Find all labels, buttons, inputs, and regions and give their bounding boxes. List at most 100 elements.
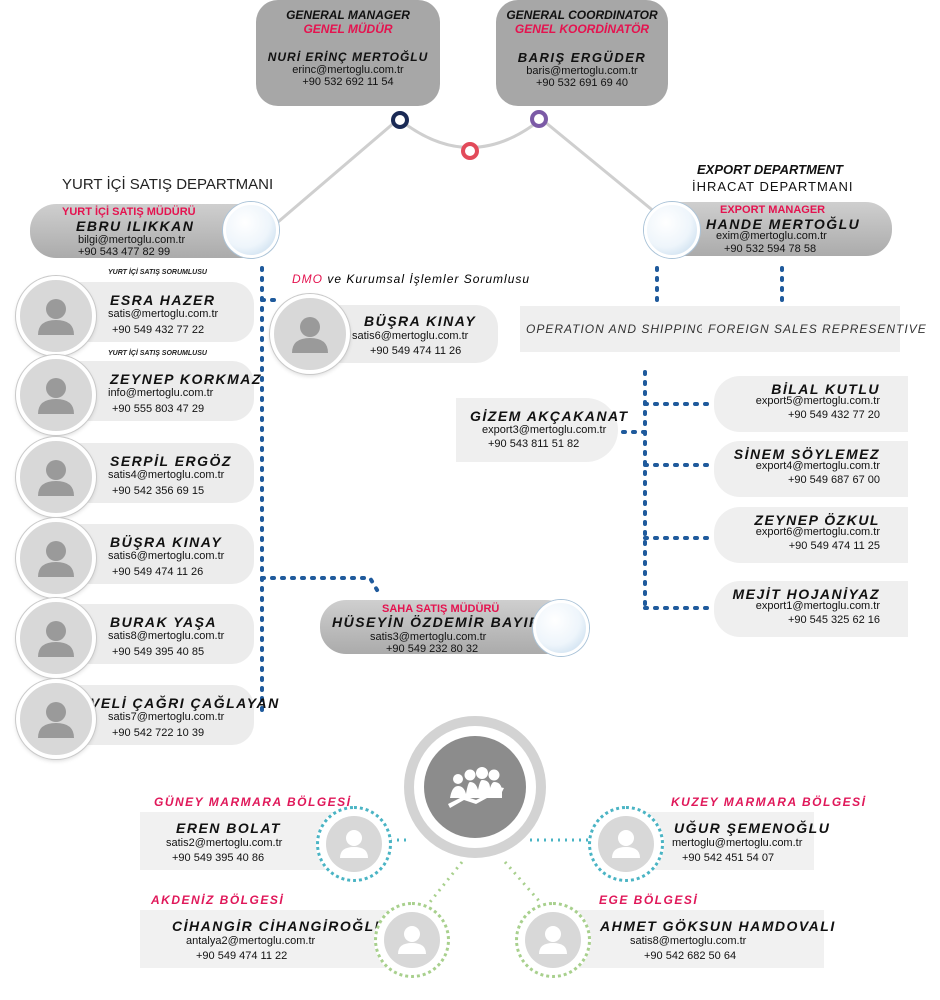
staff-phone: +90 549 474 11 26 — [112, 566, 204, 578]
sales-email[interactable]: export4@mertoglu.com.tr — [755, 460, 880, 472]
person-icon — [612, 830, 640, 858]
sales-email[interactable]: export6@mertoglu.com.tr — [755, 526, 880, 538]
export-manager-phone: +90 532 594 78 58 — [724, 243, 817, 255]
field-manager-card: SAHA SATIŞ MÜDÜRÜ HÜSEYİN ÖZDEMİR BAYIR … — [320, 600, 572, 655]
staff-avatar — [16, 679, 96, 759]
sales-name: ZEYNEP ÖZKUL — [754, 512, 880, 528]
staff-name: VELİ ÇAĞRI ÇAĞLAYAN — [90, 695, 280, 711]
person-icon — [38, 541, 74, 577]
person-icon — [340, 830, 368, 858]
export-manager-bubble-icon — [644, 202, 700, 258]
export-sales-card: BİLAL KUTLU export5@mertoglu.com.tr +90 … — [714, 376, 908, 432]
person-icon — [38, 621, 74, 657]
staff-phone: +90 542 356 69 15 — [112, 485, 205, 497]
region-person-email[interactable]: satis2@mertoglu.com.tr — [166, 837, 283, 849]
region-card: AHMET GÖKSUN HAMDOVALI satis8@mertoglu.c… — [560, 910, 834, 968]
region-title: EGE BÖLGESİ — [599, 893, 699, 907]
region-person-name: CİHANGİR CİHANGİROĞLU — [172, 918, 387, 934]
person-icon — [539, 926, 567, 954]
staff-avatar — [16, 437, 96, 517]
region-avatar — [374, 902, 450, 978]
sales-name: BİLAL KUTLU — [771, 381, 880, 397]
sales-phone: +90 549 432 77 20 — [787, 409, 880, 421]
region-person-phone: +90 549 474 11 22 — [196, 950, 288, 962]
staff-name: ESRA HAZER — [110, 292, 216, 308]
region-avatar — [316, 806, 392, 882]
sales-phone: +90 549 687 67 00 — [787, 474, 880, 486]
person-icon — [38, 702, 74, 738]
region-avatar — [515, 902, 591, 978]
domestic-manager-name: EBRU ILIKKAN — [76, 218, 195, 234]
operation-name: GİZEM AKÇAKANAT — [470, 408, 629, 424]
person-icon — [398, 926, 426, 954]
dmo-email[interactable]: satis6@mertoglu.com.tr — [352, 330, 469, 342]
field-manager-email[interactable]: satis3@mertoglu.com.tr — [370, 631, 487, 643]
dmo-name: BÜŞRA KINAY — [364, 313, 477, 329]
region-person-email[interactable]: satis8@mertoglu.com.tr — [630, 935, 747, 947]
foreign-sales-label: FOREIGN SALES REPRESENTIVE — [702, 306, 926, 352]
field-manager-role: SAHA SATIŞ MÜDÜRÜ — [382, 603, 500, 615]
staff-phone: +90 549 432 77 22 — [112, 324, 205, 336]
staff-avatar — [16, 355, 96, 435]
staff-name: BÜŞRA KINAY — [110, 534, 223, 550]
field-manager-bubble-icon — [533, 600, 589, 656]
region-title: AKDENİZ BÖLGESİ — [151, 893, 285, 907]
connector-dot-dark — [391, 111, 409, 129]
operation-card: GİZEM AKÇAKANAT export3@mertoglu.com.tr … — [456, 398, 627, 462]
staff-phone: +90 542 722 10 39 — [112, 727, 205, 739]
export-manager-name: HANDE MERTOĞLU — [706, 216, 861, 232]
region-person-name: AHMET GÖKSUN HAMDOVALI — [600, 918, 836, 934]
staff-name: ZEYNEP KORKMAZ — [110, 371, 262, 387]
sales-phone: +90 545 325 62 16 — [787, 614, 880, 626]
export-sales-card: MEJİT HOJANİYAZ export1@mertoglu.com.tr … — [714, 581, 908, 637]
staff-name: SERPİL ERGÖZ — [110, 453, 232, 469]
domestic-manager-bubble-icon — [223, 202, 279, 258]
region-person-phone: +90 542 451 54 07 — [682, 852, 775, 864]
dmo-phone: +90 549 474 11 26 — [370, 345, 462, 357]
team-circle — [404, 716, 546, 858]
staff-phone: +90 555 803 47 29 — [112, 403, 205, 415]
staff-email[interactable]: info@mertoglu.com.tr — [108, 387, 214, 399]
operation-shipping-label: OPERATION AND SHIPPING — [520, 306, 706, 352]
general-coordinator-card: GENERAL COORDINATOR GENEL KOORDİNATÖR BA… — [496, 0, 668, 106]
region-card: CİHANGİR CİHANGİROĞLU antalya2@mertoglu.… — [140, 910, 390, 968]
export-manager-email[interactable]: exim@mertoglu.com.tr — [716, 230, 827, 242]
sales-email[interactable]: export5@mertoglu.com.tr — [755, 395, 880, 407]
sales-email[interactable]: export1@mertoglu.com.tr — [755, 600, 880, 612]
region-person-phone: +90 549 395 40 86 — [172, 852, 265, 864]
region-person-email[interactable]: antalya2@mertoglu.com.tr — [186, 935, 316, 947]
team-growth-icon — [448, 767, 504, 808]
domestic-manager-email[interactable]: bilgi@mertoglu.com.tr — [78, 234, 186, 246]
domestic-dept-title: YURT İÇİ SATIŞ DEPARTMANI — [62, 176, 274, 193]
domestic-manager-phone: +90 543 477 82 99 — [78, 246, 171, 258]
gc-role-en: GENERAL COORDINATOR — [506, 8, 658, 22]
person-icon — [292, 317, 328, 353]
staff-email[interactable]: satis@mertoglu.com.tr — [108, 308, 219, 320]
staff-email[interactable]: satis7@mertoglu.com.tr — [108, 711, 225, 723]
staff-email[interactable]: satis8@mertoglu.com.tr — [108, 630, 225, 642]
domestic-manager-role: YURT İÇİ SATIŞ MÜDÜRÜ — [62, 206, 196, 218]
export-sales-card: SİNEM SÖYLEMEZ export4@mertoglu.com.tr +… — [714, 441, 908, 497]
operation-email[interactable]: export3@mertoglu.com.tr — [482, 424, 607, 436]
gm-name: NURİ ERİNÇ MERTOĞLU — [267, 50, 429, 64]
staff-email[interactable]: satis4@mertoglu.com.tr — [108, 469, 225, 481]
gm-phone: +90 532 692 11 54 — [302, 76, 394, 88]
export-dept-title-en: EXPORT DEPARTMENT — [697, 162, 843, 177]
sales-name: MEJİT HOJANİYAZ — [732, 586, 880, 602]
gc-email[interactable]: baris@mertoglu.com.tr — [526, 65, 638, 77]
export-manager-role: EXPORT MANAGER — [720, 204, 826, 216]
region-person-name: EREN BOLAT — [176, 820, 281, 836]
staff-avatar — [16, 276, 96, 356]
gm-email[interactable]: erinc@mertoglu.com.tr — [292, 64, 404, 76]
staff-email[interactable]: satis6@mertoglu.com.tr — [108, 550, 225, 562]
connector-dot-gradient — [461, 142, 479, 160]
dmo-label-rest: ve Kurumsal İşlemler Sorumlusu — [323, 272, 531, 286]
field-manager-name: HÜSEYİN ÖZDEMİR BAYIR — [332, 614, 541, 630]
region-card: EREN BOLAT satis2@mertoglu.com.tr +90 54… — [140, 812, 336, 870]
region-person-email[interactable]: mertoglu@mertoglu.com.tr — [672, 837, 803, 849]
person-icon — [38, 299, 74, 335]
sales-phone: +90 549 474 11 25 — [788, 540, 880, 552]
region-title: KUZEY MARMARA BÖLGESİ — [671, 795, 867, 809]
operation-phone: +90 543 811 51 82 — [488, 438, 580, 450]
dmo-avatar — [270, 294, 350, 374]
